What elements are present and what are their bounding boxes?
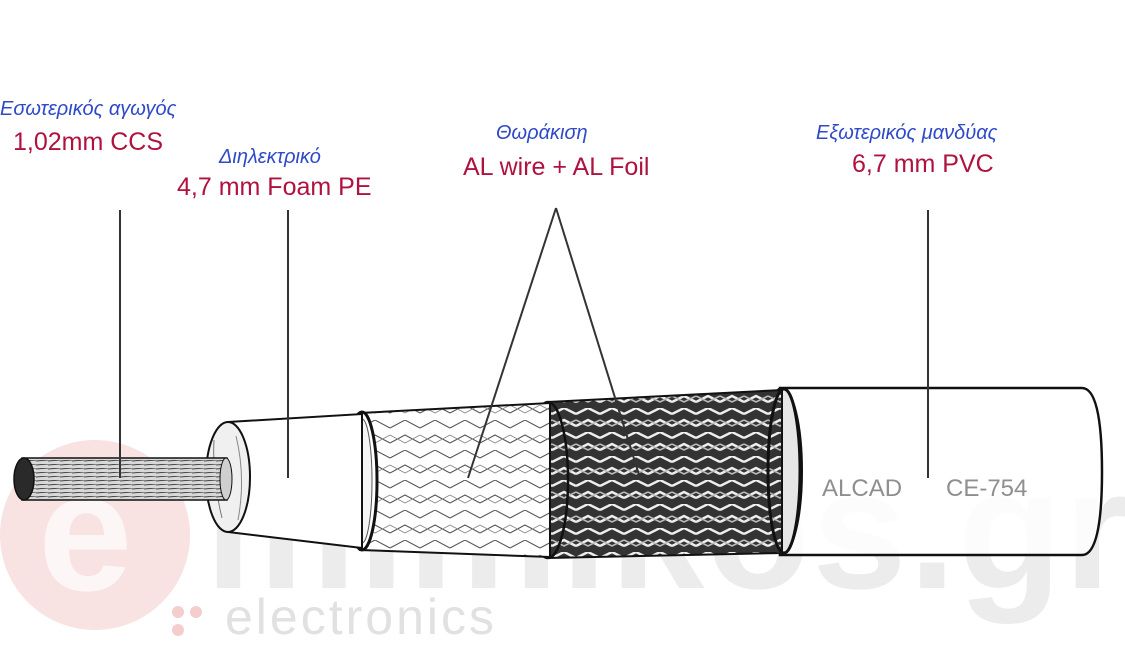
cable-marking-brand: ALCAD: [822, 475, 903, 502]
label-dielectric-spec: 4,7 mm Foam PE: [177, 173, 372, 201]
dielectric: [205, 412, 363, 550]
label-dielectric-name: Διηλεκτρικό: [219, 146, 321, 168]
label-inner-conductor-name: Εσωτερικός αγωγός: [0, 98, 177, 120]
leader-line-braid: [555, 207, 641, 479]
label-shielding-spec: AL wire + AL Foil: [463, 153, 650, 181]
label-outer-jacket-spec: 6,7 mm PVC: [852, 150, 994, 178]
label-outer-jacket-name: Εξωτερικός μανδύας: [816, 122, 998, 144]
outer-jacket: [761, 386, 1104, 557]
cable-marking-model: CE-754: [946, 475, 1028, 502]
label-shielding-name: Θωράκιση: [496, 122, 588, 144]
braid-shield: [526, 387, 802, 560]
foil-shield: [345, 401, 551, 559]
leader-line-foil: [467, 207, 557, 479]
inner-conductor: [13, 457, 233, 501]
label-inner-conductor-spec: 1,02mm CCS: [13, 128, 164, 156]
watermark-tagline: electronics: [225, 589, 497, 645]
